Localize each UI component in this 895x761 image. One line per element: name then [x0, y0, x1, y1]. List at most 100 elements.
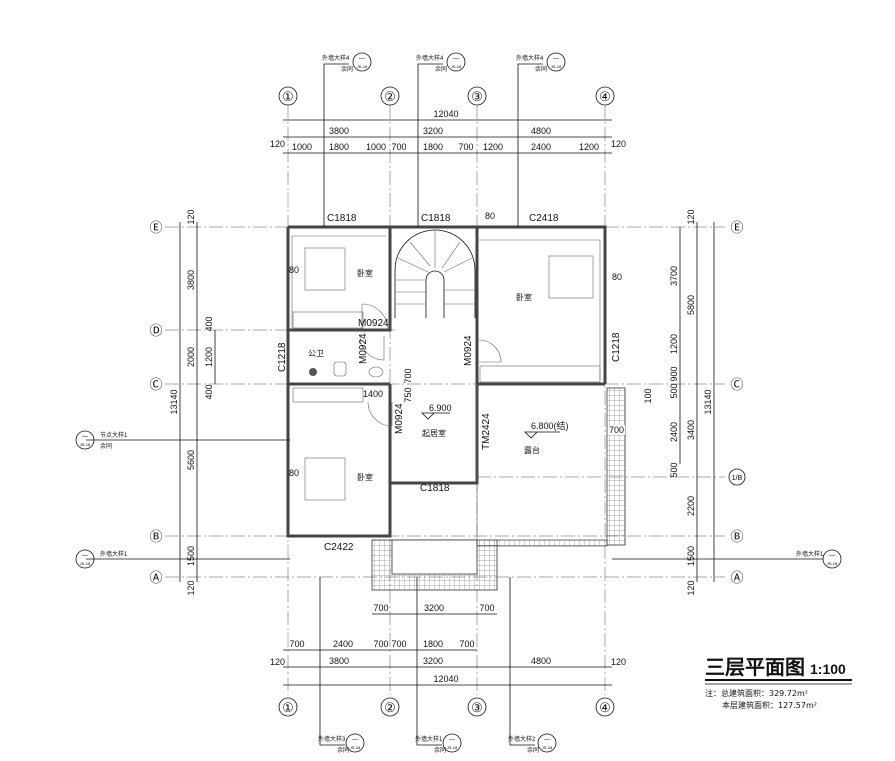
svg-text:外墙大样1: 外墙大样1 [100, 550, 128, 558]
svg-text:外墙大样1: 外墙大样1 [796, 550, 824, 558]
room-living: 起居室 [422, 428, 446, 438]
svg-text:—: — [352, 737, 358, 743]
svg-text:5800: 5800 [686, 295, 696, 315]
svg-text:5600: 5600 [186, 450, 196, 470]
axis-E-right: Ⓔ [730, 221, 743, 236]
svg-text:700: 700 [403, 368, 413, 383]
bottom-dimensions: 700 3200 700 700 2400 700 700 1800 700 1… [270, 603, 626, 686]
svg-text:JS-18: JS-18 [80, 561, 91, 566]
axis-2-bottom: ② [380, 697, 400, 717]
svg-text:700: 700 [373, 603, 388, 613]
svg-text:—: — [544, 737, 550, 743]
svg-text:—: — [453, 56, 459, 62]
svg-text:100: 100 [643, 388, 653, 403]
svg-text:JS-18: JS-18 [447, 745, 458, 750]
svg-text:700: 700 [479, 603, 494, 613]
svg-text:700: 700 [458, 142, 473, 152]
elevation-living: 6.900 [421, 403, 452, 420]
door-tm2424: TM2424 [481, 413, 492, 450]
left-dimensions: 13140 120 3800 2000 5600 1500 120 400 12… [169, 209, 216, 596]
svg-text:余同: 余同 [434, 746, 446, 754]
svg-text:4800: 4800 [531, 126, 551, 136]
svg-text:120: 120 [611, 139, 626, 149]
axis-1-top: ① [278, 86, 298, 106]
note-total-area: 注：总建筑面积：329.72m² [705, 688, 808, 698]
svg-text:余同: 余同 [100, 442, 112, 450]
axis-C-right: Ⓒ [730, 378, 743, 393]
callout-bottom-2: 外墙大样1 余同— JS-18 [415, 577, 462, 754]
svg-text:①: ① [282, 90, 294, 105]
window-c1218-left: C1218 [277, 342, 288, 372]
svg-text:500: 500 [669, 462, 679, 477]
svg-text:外墙大样3: 外墙大样3 [318, 735, 346, 743]
svg-text:2400: 2400 [531, 142, 551, 152]
svg-text:②: ② [384, 701, 396, 716]
room-bathroom: 公卫 [308, 349, 324, 358]
svg-text:4800: 4800 [531, 656, 551, 666]
window-c1818-b: C1818 [421, 213, 451, 224]
svg-text:—: — [449, 737, 455, 743]
svg-text:2400: 2400 [669, 422, 679, 442]
room-bedroom-ne: 卧室 [516, 292, 532, 302]
svg-text:700: 700 [289, 639, 304, 649]
svg-text:JS-18: JS-18 [551, 64, 562, 69]
svg-text:1800: 1800 [423, 142, 443, 152]
svg-text:120: 120 [686, 209, 696, 224]
axis-A-left: Ⓐ [149, 571, 162, 586]
svg-text:外墙大样4: 外墙大样4 [416, 54, 444, 62]
svg-text:外墙大样1: 外墙大样1 [415, 735, 443, 743]
svg-text:12040: 12040 [433, 109, 458, 119]
svg-text:700: 700 [373, 639, 388, 649]
svg-text:80: 80 [612, 272, 622, 282]
axis-4-top: ④ [595, 86, 615, 106]
svg-text:Ⓔ: Ⓔ [730, 221, 743, 236]
svg-text:Ⓐ: Ⓐ [730, 571, 743, 586]
room-bedroom-nw: 卧室 [357, 268, 373, 278]
walls [286, 225, 608, 541]
window-c1218-right: C1218 [611, 332, 622, 362]
basin-icon [368, 366, 384, 378]
svg-text:13140: 13140 [169, 389, 179, 414]
svg-text:700: 700 [609, 425, 624, 435]
svg-text:JS-18: JS-18 [357, 64, 368, 69]
svg-text:外墙大样2: 外墙大样2 [508, 735, 536, 743]
drawing-scale: 1:100 [810, 661, 846, 677]
axis-A-right: Ⓐ [730, 571, 743, 586]
door-m0924-2: M0924 [358, 333, 369, 364]
svg-text:1800: 1800 [423, 639, 443, 649]
svg-text:6.900: 6.900 [429, 403, 452, 413]
svg-text:①: ① [282, 701, 294, 716]
svg-text:120: 120 [186, 580, 196, 595]
svg-text:1/B: 1/B [732, 475, 743, 482]
svg-text:3200: 3200 [424, 603, 444, 613]
door-m0924-4: M0924 [394, 403, 405, 434]
svg-text:80: 80 [289, 265, 299, 275]
toilet-icon [333, 361, 347, 377]
svg-text:400: 400 [204, 316, 214, 331]
svg-text:②: ② [384, 90, 396, 105]
door-m0924-1: M0924 [358, 318, 389, 329]
svg-text:余同: 余同 [435, 65, 447, 73]
terrace-parapet [606, 387, 626, 546]
svg-text:120: 120 [270, 139, 285, 149]
svg-text:余同: 余同 [337, 746, 349, 754]
svg-text:—: — [82, 434, 88, 440]
svg-text:120: 120 [186, 209, 196, 224]
door-m0924-3: M0924 [463, 335, 474, 366]
axis-2-top: ② [380, 86, 400, 106]
svg-text:700: 700 [459, 639, 474, 649]
room-bedroom-sw: 卧室 [357, 472, 373, 482]
svg-text:12040: 12040 [433, 674, 458, 684]
svg-text:Ⓑ: Ⓑ [149, 530, 162, 545]
top-dimensions: 12040 3800 3200 4800 120 120 1000 1800 1… [270, 109, 626, 154]
svg-text:JS-18: JS-18 [350, 745, 361, 750]
svg-text:1200: 1200 [483, 142, 503, 152]
axis-C-left: Ⓒ [149, 378, 162, 393]
callout-bottom-1: 外墙大样3 余同— JS-18 [318, 577, 365, 754]
bed-nw [304, 247, 346, 291]
furniture [292, 247, 601, 501]
